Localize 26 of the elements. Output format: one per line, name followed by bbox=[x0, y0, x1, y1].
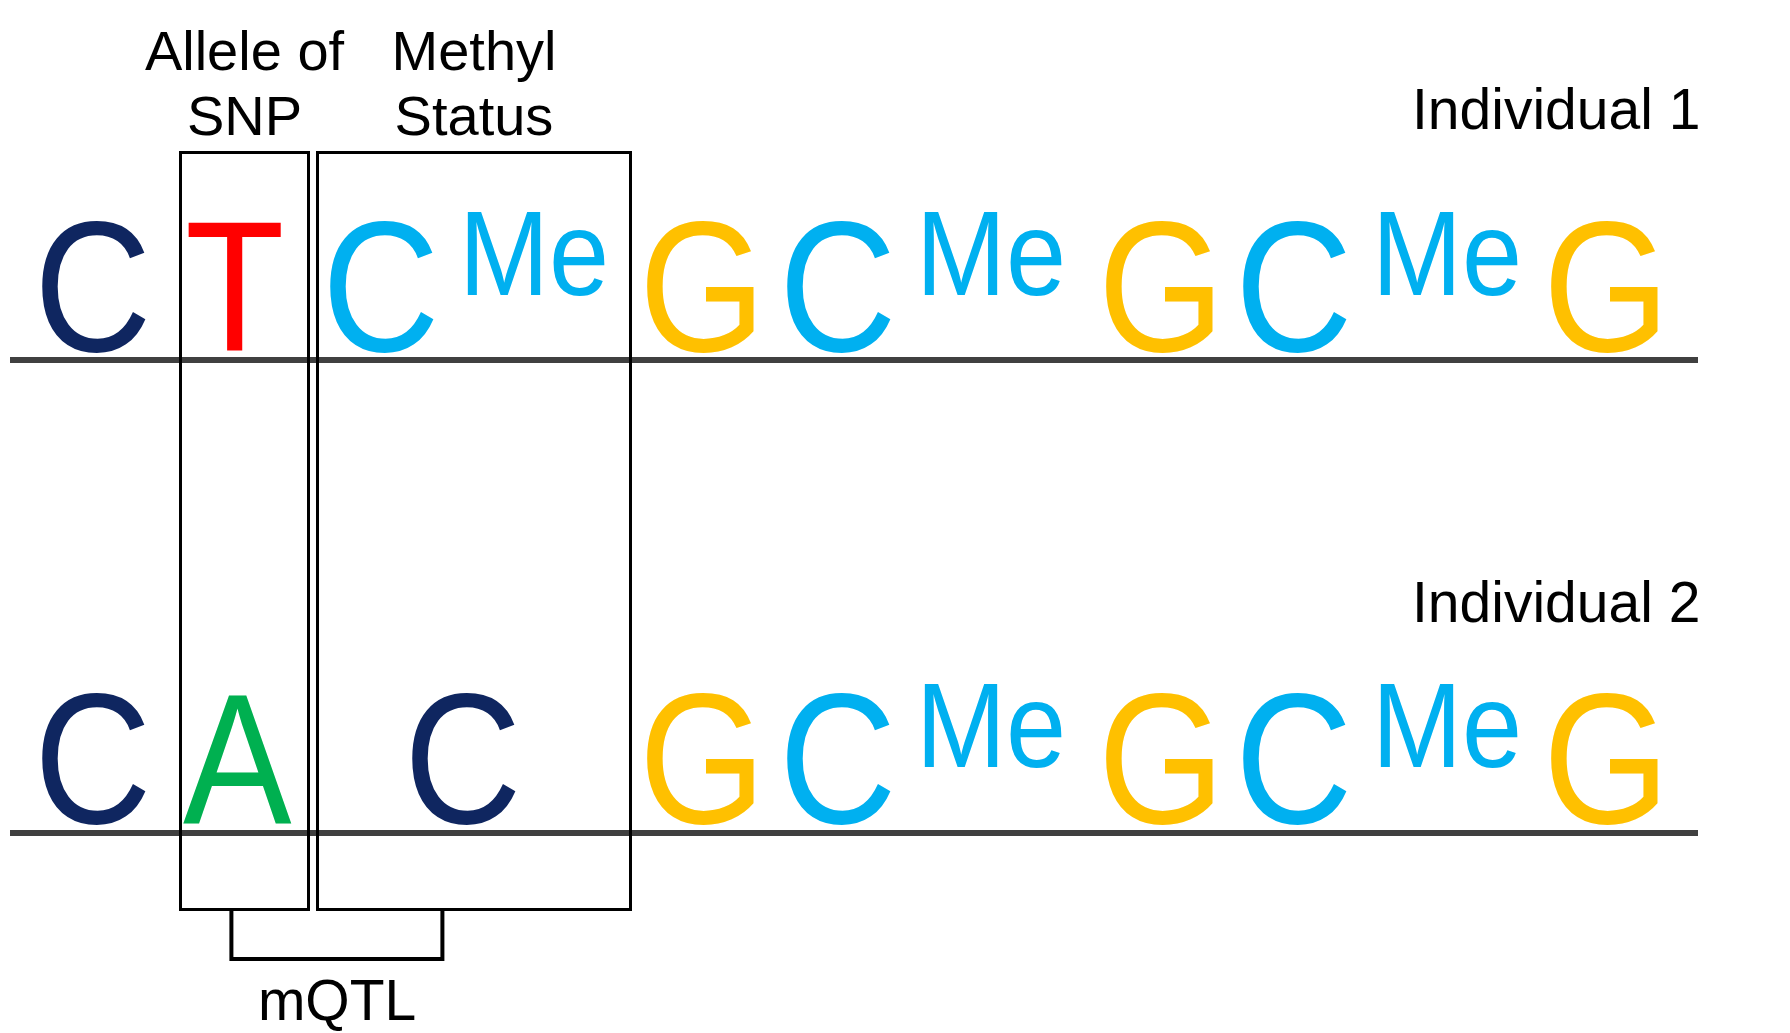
nucleotide-letter: C bbox=[779, 195, 897, 381]
nucleotide-letter: G bbox=[639, 195, 766, 381]
methyl-mark: Me bbox=[459, 193, 610, 314]
nucleotide-letter: G bbox=[1543, 195, 1670, 381]
nucleotide-letter: T bbox=[185, 195, 285, 381]
nucleotide-letter: C bbox=[404, 667, 522, 853]
individual-label: Individual 1 bbox=[1412, 80, 1701, 138]
nucleotide-letter: G bbox=[1543, 667, 1670, 853]
nucleotide-letter: C bbox=[1235, 667, 1353, 853]
nucleotide-letter: C bbox=[322, 195, 440, 381]
individual-label: Individual 2 bbox=[1412, 573, 1701, 631]
methyl-mark: Me bbox=[916, 193, 1067, 314]
nucleotide-letter: G bbox=[639, 667, 766, 853]
nucleotide-letter: C bbox=[34, 667, 152, 853]
methyl-mark: Me bbox=[916, 665, 1067, 786]
nucleotide-letter: A bbox=[183, 667, 292, 853]
nucleotide-letter: C bbox=[1235, 195, 1353, 381]
nucleotide-letter: C bbox=[779, 667, 897, 853]
box-heading: Methyl Status bbox=[390, 19, 558, 148]
nucleotide-letter: G bbox=[1098, 667, 1225, 853]
box-heading: Allele of SNP bbox=[143, 19, 346, 148]
nucleotide-letter: G bbox=[1098, 195, 1225, 381]
edge-label: mQTL bbox=[257, 971, 417, 1029]
methyl-mark: Me bbox=[1372, 193, 1523, 314]
methyl-mark: Me bbox=[1372, 665, 1523, 786]
nucleotide-letter: C bbox=[34, 195, 152, 381]
